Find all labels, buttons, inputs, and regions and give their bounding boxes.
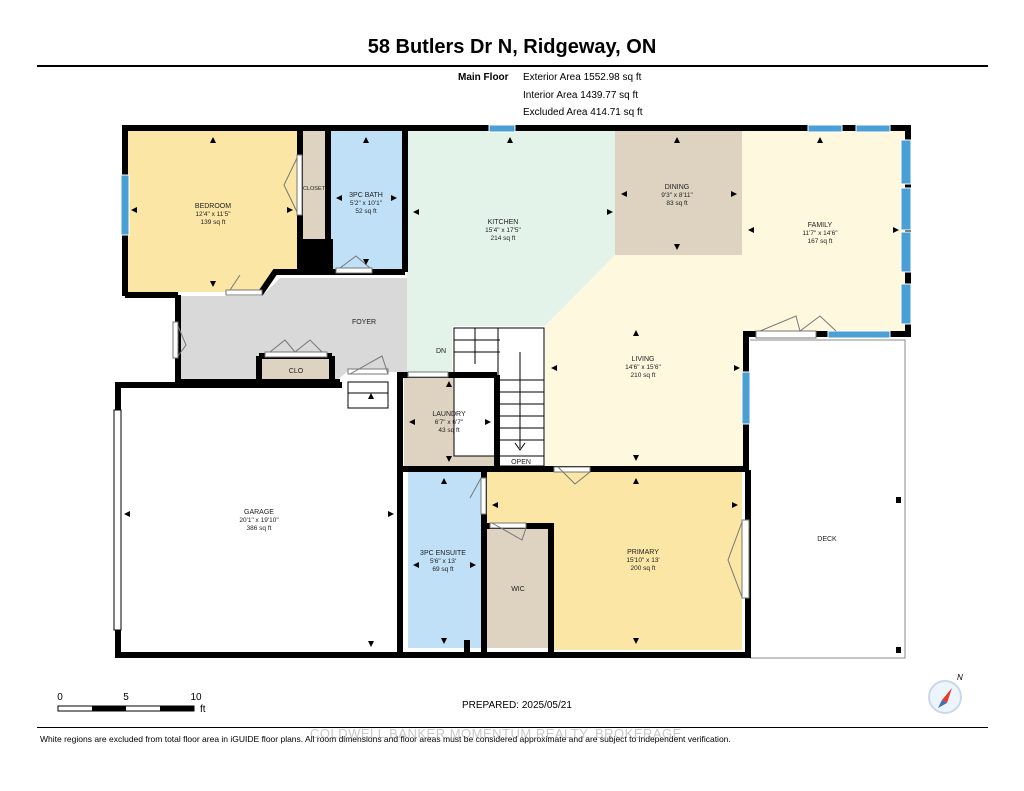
room-3pc-bath xyxy=(330,131,403,271)
label-dining-dims: 9'3" x 8'11" xyxy=(661,192,693,199)
room-dining xyxy=(615,131,742,255)
label-garage-dims: 20'1" x 19'10" xyxy=(239,517,279,524)
interior-area: Interior Area 1439.77 sq ft xyxy=(523,90,639,101)
excluded-area: Excluded Area 414.71 sq ft xyxy=(523,107,643,118)
dimension-markers xyxy=(124,137,899,647)
label-dining-area: 83 sq ft xyxy=(666,200,688,207)
footer-divider xyxy=(37,727,988,728)
room-clo xyxy=(261,357,330,381)
page-title: 58 Butlers Dr N, Ridgeway, ON xyxy=(367,36,657,58)
compass-icon xyxy=(928,680,962,714)
doors xyxy=(172,154,837,599)
windows xyxy=(120,124,912,425)
label-living-area: 210 sq ft xyxy=(631,372,656,379)
scale-bar xyxy=(57,705,195,712)
label-garage-area: 386 sq ft xyxy=(247,525,272,532)
exterior-area: Exterior Area 1552.98 sq ft xyxy=(523,72,642,83)
label-family-area: 167 sq ft xyxy=(808,238,833,245)
label-ensuite-area: 69 sq ft xyxy=(432,566,454,573)
label-living-dims: 14'6" x 15'6" xyxy=(625,364,661,371)
floor-name: Main Floor xyxy=(458,72,509,83)
garage-door xyxy=(113,409,122,631)
label-bath-area: 52 sq ft xyxy=(355,208,377,215)
label-wic: WIC xyxy=(511,586,525,593)
label-primary-area: 200 sq ft xyxy=(631,565,656,572)
title-divider xyxy=(37,65,988,67)
room-primary xyxy=(487,472,742,650)
label-closet: CLOSET xyxy=(303,186,326,192)
deck-outline xyxy=(750,339,906,659)
room-wic xyxy=(487,528,548,648)
label-stairs-down: DN xyxy=(436,348,446,355)
compass-north-label: N xyxy=(957,673,963,682)
label-primary-name: PRIMARY xyxy=(627,549,659,556)
scale-tick-10: 10 xyxy=(190,692,202,703)
room-bedroom xyxy=(125,131,300,292)
label-bedroom-area: 139 sq ft xyxy=(201,219,226,226)
prepared-date: PREPARED: 2025/05/21 xyxy=(462,700,572,711)
label-primary-dims: 15'10" x 13' xyxy=(626,557,659,564)
label-bath-name: 3PC BATH xyxy=(349,192,383,199)
scale-tick-5: 5 xyxy=(123,692,129,703)
label-bedroom-name: BEDROOM xyxy=(195,203,231,210)
disclaimer: White regions are excluded from total fl… xyxy=(40,734,731,744)
label-kitchen-area: 214 sq ft xyxy=(491,235,516,242)
label-family-name: FAMILY xyxy=(808,222,833,229)
scale-unit: ft xyxy=(200,704,206,715)
label-ensuite-dims: 5'6" x 13' xyxy=(430,558,456,565)
label-laundry-name: LAUNDRY xyxy=(432,411,466,418)
label-kitchen-dims: 15'4" x 17'5" xyxy=(485,227,521,234)
room-foyer xyxy=(179,278,407,380)
entry-step xyxy=(347,381,389,409)
label-stairs-open: OPEN xyxy=(511,459,531,466)
label-garage-name: GARAGE xyxy=(244,509,274,516)
label-dining-name: DINING xyxy=(665,184,690,191)
label-ensuite-name: 3PC ENSUITE xyxy=(420,550,466,557)
label-foyer: FOYER xyxy=(352,319,376,326)
label-laundry-dims: 6'7" x 6'7" xyxy=(435,419,464,426)
brokerage-watermark: COLDWELL BANKER MOMENTUM REALTY, BROKERA… xyxy=(310,726,682,741)
label-bath-dims: 5'2" x 10'1" xyxy=(350,200,383,207)
scale-tick-0: 0 xyxy=(57,692,63,703)
label-living-name: LIVING xyxy=(632,356,655,363)
room-closet xyxy=(302,131,326,241)
label-deck: DECK xyxy=(817,536,837,543)
label-clo: CLO xyxy=(289,368,304,375)
label-family-dims: 11'7" x 14'6" xyxy=(802,230,838,237)
room-kitchen xyxy=(407,131,615,372)
room-3pc-ensuite xyxy=(408,472,481,648)
room-garage xyxy=(121,388,397,652)
room-living-family xyxy=(545,131,905,466)
label-laundry-area: 43 sq ft xyxy=(438,427,460,434)
label-kitchen-name: KITCHEN xyxy=(488,219,519,226)
label-bedroom-dims: 12'4" x 11'5" xyxy=(195,211,231,218)
